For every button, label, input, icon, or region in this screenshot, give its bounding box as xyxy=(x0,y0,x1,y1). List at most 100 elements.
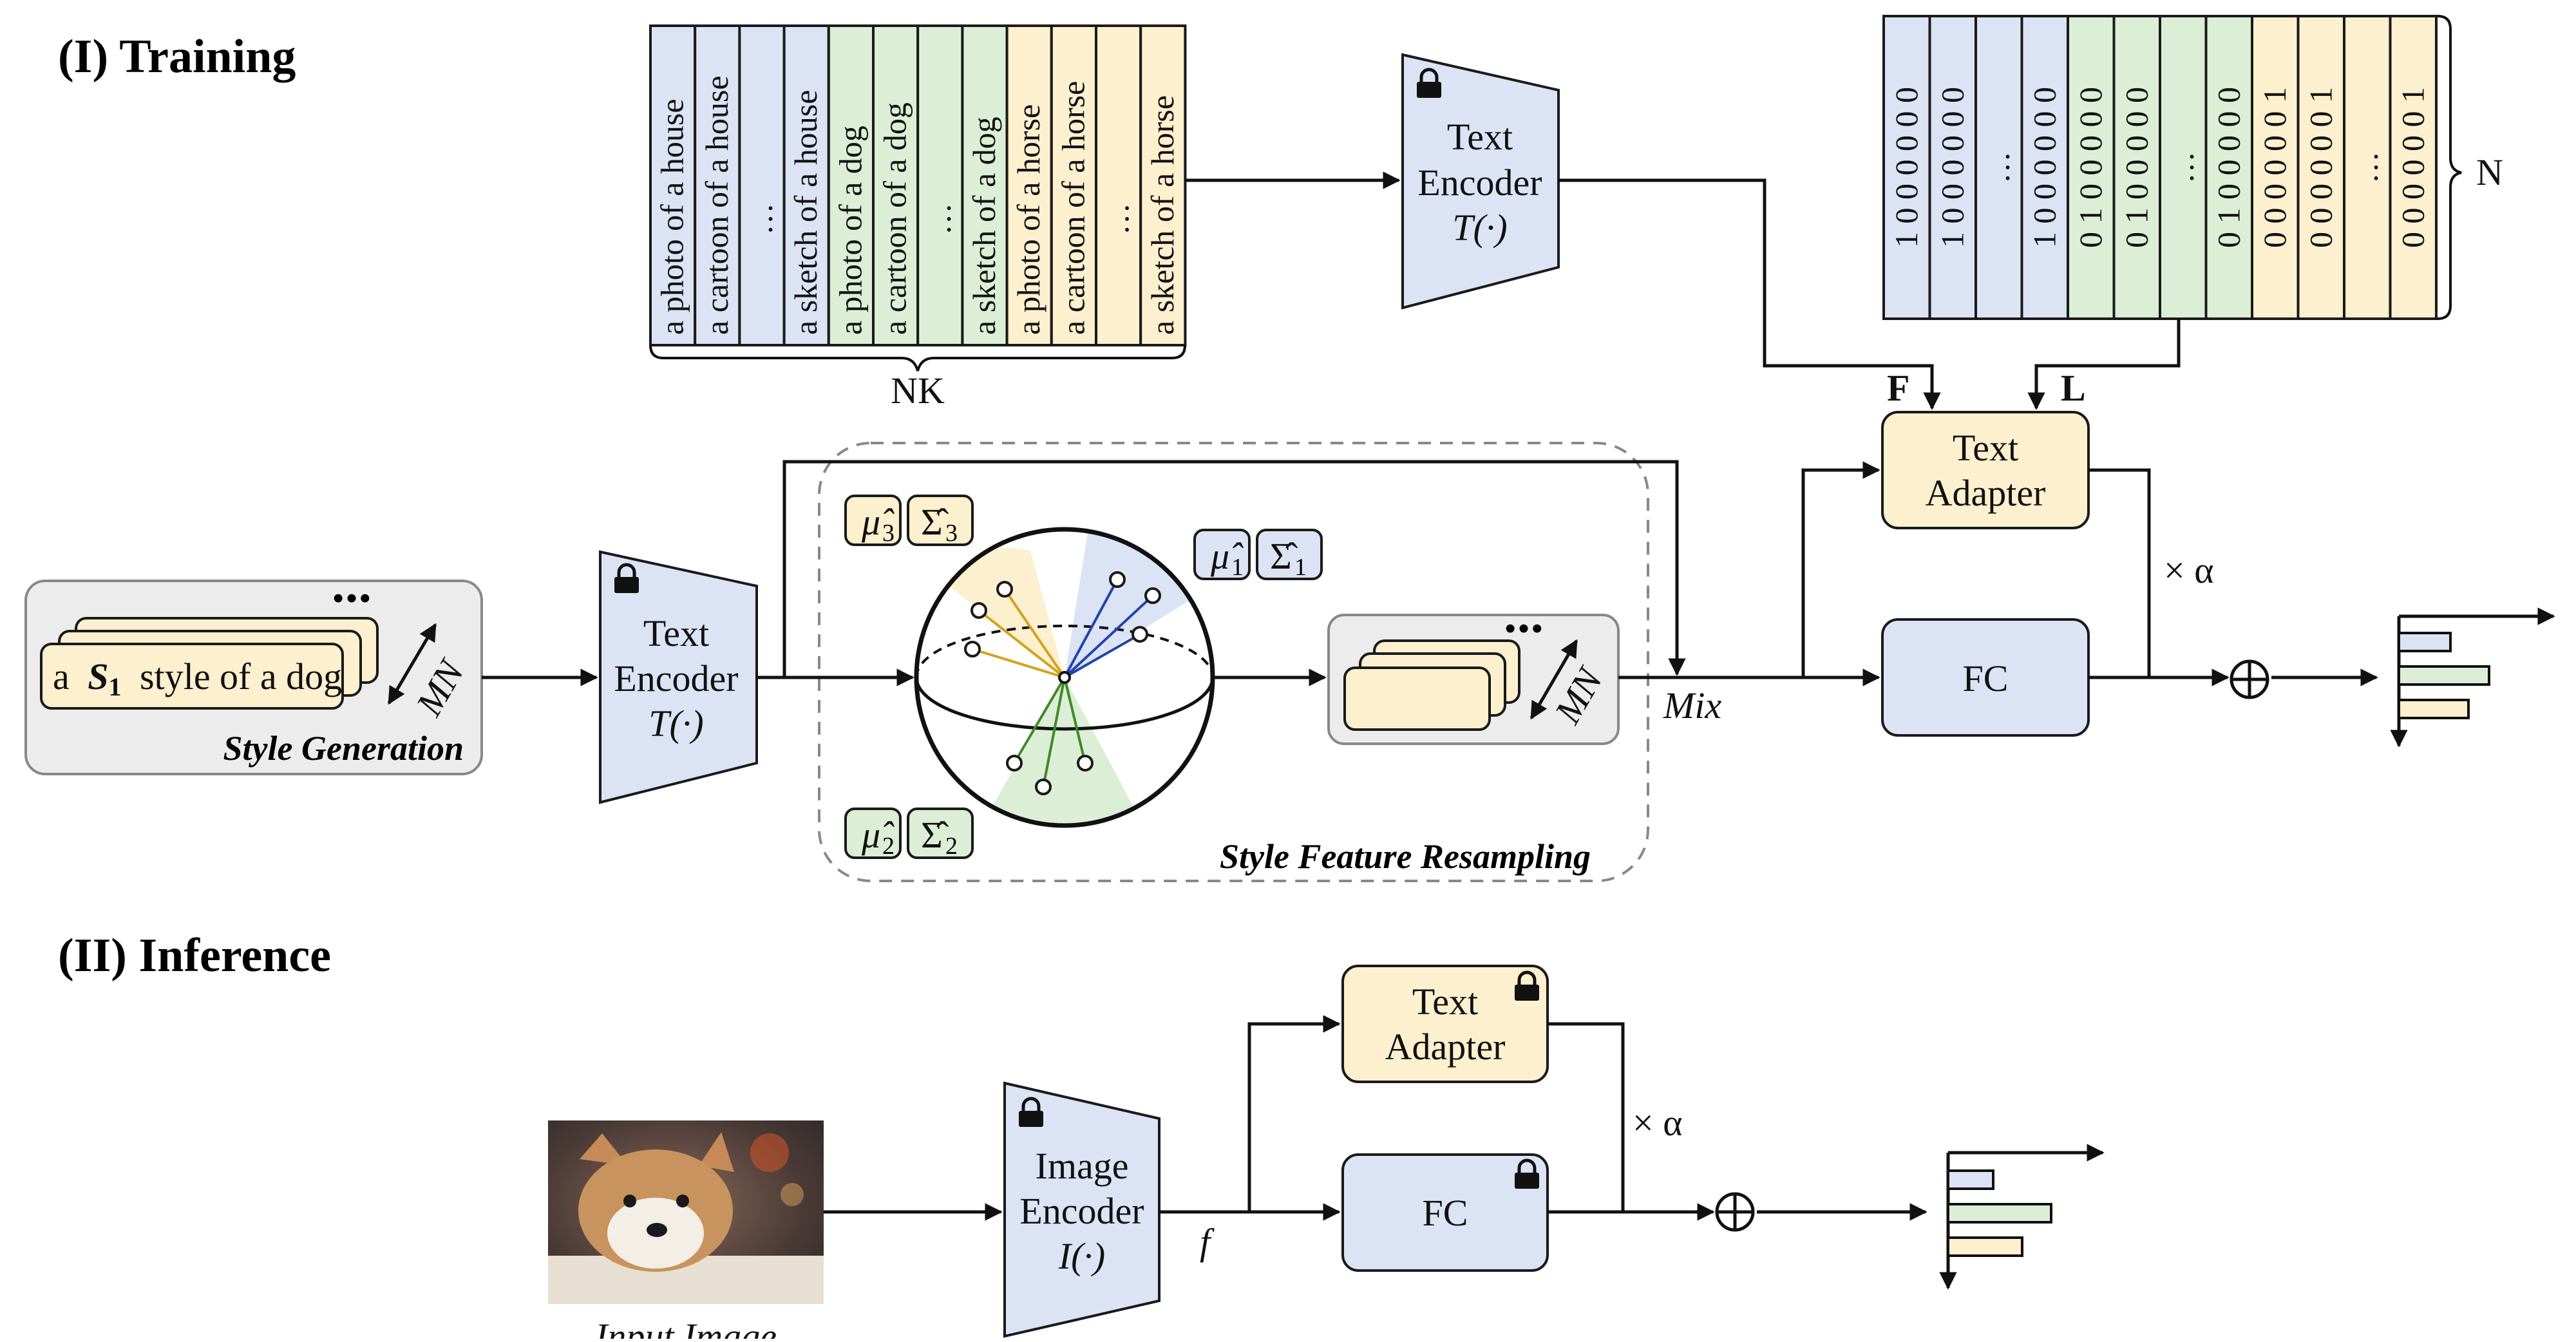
label-vector-text: 1 0 0 0 0 0 0 xyxy=(1888,87,1924,248)
lock-icon xyxy=(614,563,639,593)
label-vector-text: 1 0 0 0 0 0 0 xyxy=(1934,87,1970,248)
branch-line xyxy=(978,609,1066,679)
label-cell xyxy=(2020,15,2069,320)
branch-line xyxy=(1063,579,1119,678)
prompt-text: a cartoon of a dog xyxy=(877,102,913,335)
branch-node xyxy=(1077,755,1094,771)
nk-brace xyxy=(649,345,1186,372)
label-L: L xyxy=(2061,367,2086,409)
n-brace xyxy=(2437,15,2462,320)
label-vector-text: 0 1 0 0 0 0 0 xyxy=(2210,87,2246,248)
label-vector-text: 0 1 0 0 0 0 0 xyxy=(2072,87,2108,248)
image-encoder-line1: Image xyxy=(1036,1145,1129,1187)
nk-label: NK xyxy=(891,370,945,411)
tag-mu1-sigma1: μ̂ 1 Σ̂ 1 xyxy=(1193,529,1323,581)
branch-line xyxy=(972,648,1065,679)
fc-train-label: FC xyxy=(1963,657,2009,699)
fc-infer-label: FC xyxy=(1423,1192,1468,1234)
prompt-cell xyxy=(1095,24,1142,346)
oplus-icon xyxy=(1715,1192,1755,1232)
prompt-cell xyxy=(916,24,964,346)
style-prompt: a S1 style of a dog xyxy=(53,656,342,704)
style-token: S xyxy=(88,656,108,697)
arrow-skip-to-mix xyxy=(782,460,1686,677)
label-F: F xyxy=(1887,367,1909,409)
lock-icon xyxy=(1515,1158,1539,1189)
sphere-equator-back xyxy=(915,625,1214,678)
input-image-caption: Input Image xyxy=(594,1316,777,1339)
mn-double-arrow xyxy=(387,623,437,705)
arrow-F-to-adapter xyxy=(1558,178,1941,410)
label-vector-text: … xyxy=(2164,151,2201,184)
text-adapter-infer-line2: Adapter xyxy=(1385,1026,1506,1068)
arrow-f-to-adapter xyxy=(1247,1015,1341,1212)
image-encoder-line2: Encoder xyxy=(1019,1190,1144,1232)
label-cell xyxy=(2297,15,2345,320)
label-cell xyxy=(1882,15,1931,320)
text-encoder-top-line3: T(·) xyxy=(1452,207,1507,249)
branch-node xyxy=(1006,755,1023,771)
mn-double-arrow xyxy=(1530,639,1578,720)
section-title-inference: (II) Inference xyxy=(58,929,331,982)
prompt-text: a sketch of a house xyxy=(788,90,824,335)
line-adapter-to-sum-infer xyxy=(1548,1022,1625,1212)
branch-line xyxy=(1013,676,1066,764)
tag3-sigma-idx: 3 xyxy=(945,520,958,547)
style-token-sub: 1 xyxy=(109,672,122,701)
branch-node xyxy=(1132,626,1148,643)
image-encoder-line3: I(·) xyxy=(1058,1235,1105,1277)
arrow-mix-to-adapter xyxy=(1801,461,1880,677)
tag2-mu-idx: 2 xyxy=(882,833,895,860)
resampling-dashed-box xyxy=(818,442,1649,882)
alpha-train-label: × α xyxy=(2164,549,2214,591)
label-vector-text: 0 0 0 0 0 0 1 xyxy=(2302,87,2338,248)
prompt-text: a photo of a dog xyxy=(832,126,868,335)
oplus-icon xyxy=(2230,659,2269,699)
alpha-infer-label: × α xyxy=(1633,1102,1683,1144)
prompt-cell xyxy=(1139,24,1187,346)
branch-node xyxy=(996,581,1013,598)
style-card-front xyxy=(40,643,344,710)
dog-photo xyxy=(548,1120,824,1304)
prompt-cell xyxy=(738,24,786,346)
tag3-mu-idx: 3 xyxy=(882,520,895,547)
lock-icon xyxy=(1417,68,1441,98)
label-cell xyxy=(1975,15,2023,320)
prompt-cell xyxy=(961,24,1009,346)
text-adapter-infer-line1: Text xyxy=(1412,981,1478,1023)
section-title-training: (I) Training xyxy=(58,30,296,83)
branch-node xyxy=(1109,571,1126,588)
branch-node xyxy=(971,602,987,619)
prompt-text: a cartoon of a house xyxy=(699,75,735,335)
sphere-branches xyxy=(964,571,1161,795)
prompt-cell xyxy=(782,24,830,346)
label-cell xyxy=(2159,15,2208,320)
label-cell xyxy=(2389,15,2438,320)
f-label: f xyxy=(1200,1221,1215,1263)
text-adapter-train-line1: Text xyxy=(1953,427,2018,469)
branch-line xyxy=(1063,677,1086,764)
branch-line xyxy=(1003,588,1066,679)
line-adapter-to-sum xyxy=(2088,468,2151,677)
text-encoder-mid-line3: T(·) xyxy=(649,703,703,744)
text-encoder-mid-line2: Encoder xyxy=(614,657,738,699)
prompt-cell xyxy=(649,24,697,346)
lock-icon xyxy=(1515,970,1539,1001)
prompt-text: … xyxy=(1100,203,1136,235)
tag-mu2-sigma2: μ̂ 2 Σ̂ 2 xyxy=(844,808,974,860)
tag1-mu-idx: 1 xyxy=(1231,554,1244,581)
style-generation-caption: Style Generation xyxy=(223,729,464,768)
branch-line xyxy=(1042,677,1066,788)
resampled-card-front xyxy=(1343,666,1491,731)
sphere-clusters xyxy=(921,529,1213,826)
prompt-cell xyxy=(872,24,920,346)
connectors xyxy=(482,171,2378,1221)
style-prompt-suffix: style of a dog xyxy=(140,656,342,697)
bar-chart-icon xyxy=(2390,607,2555,748)
text-encoder-mid-line1: Text xyxy=(643,612,709,654)
label-cell xyxy=(2067,15,2116,320)
label-vector-text: 0 0 0 0 0 0 1 xyxy=(2257,87,2293,248)
prompt-cell xyxy=(1050,24,1098,346)
